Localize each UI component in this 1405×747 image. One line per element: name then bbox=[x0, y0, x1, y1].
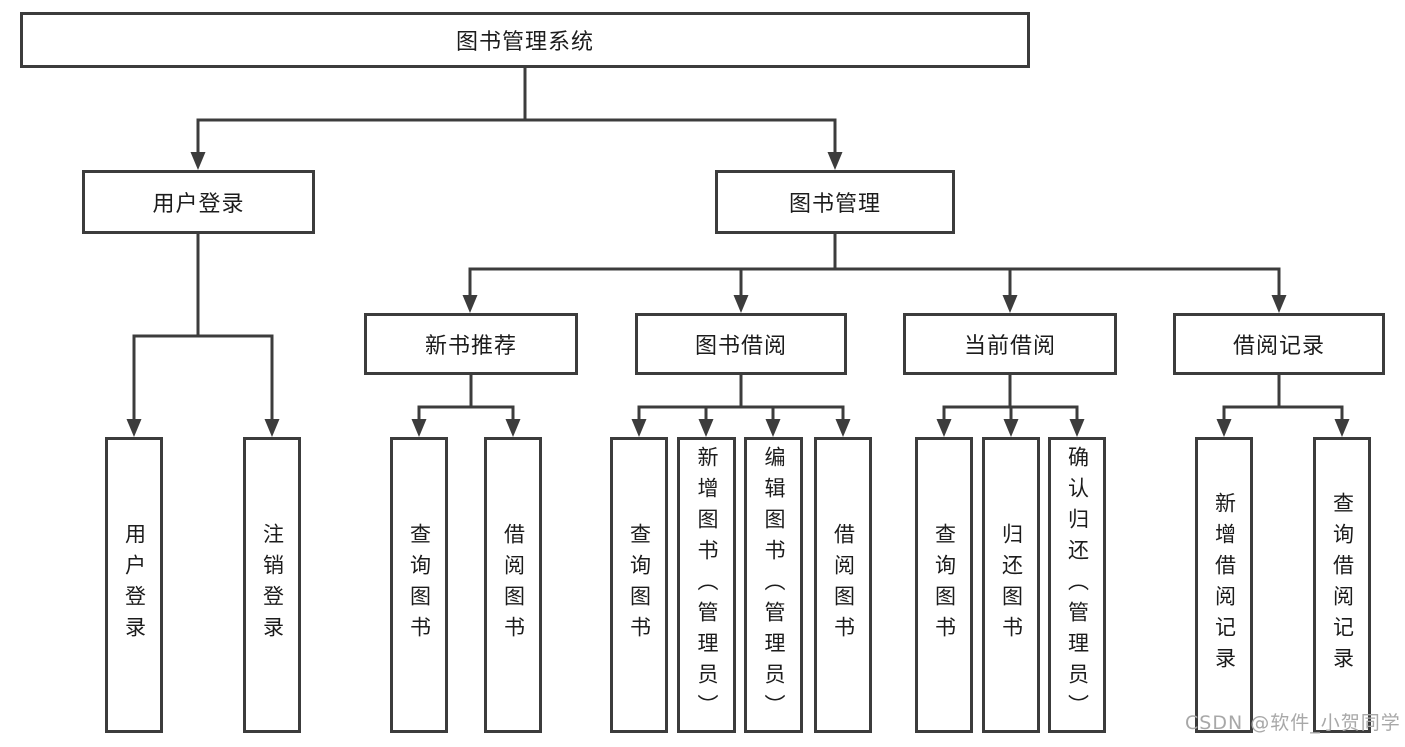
node-label: 注销登录 bbox=[260, 523, 285, 647]
leaf-borrow-books-recommend: 借阅图书 bbox=[484, 437, 542, 733]
node-book-management: 图书管理 bbox=[715, 170, 955, 234]
csdn-watermark: CSDN @软件_小贺同学 bbox=[1185, 712, 1401, 734]
node-label: 图书管理系统 bbox=[455, 30, 594, 55]
node-label: 新书推荐 bbox=[424, 334, 517, 359]
arrowheads bbox=[126, 152, 1350, 437]
node-label: 确认归还（管理员） bbox=[1065, 445, 1090, 725]
leaf-add-borrow-record: 新增借阅记录 bbox=[1195, 437, 1253, 733]
node-label: 当前借阅 bbox=[963, 334, 1056, 359]
node-label: 借阅图书 bbox=[501, 523, 526, 647]
leaf-search-books-current: 查询图书 bbox=[915, 437, 973, 733]
node-label: 查询图书 bbox=[627, 523, 652, 647]
node-current-borrow: 当前借阅 bbox=[903, 313, 1117, 375]
node-label: 编辑图书（管理员） bbox=[762, 445, 786, 725]
leaf-logout: 注销登录 bbox=[243, 437, 301, 733]
leaf-add-books-admin: 新增图书（管理员） bbox=[677, 437, 736, 733]
node-label: 查询图书 bbox=[932, 523, 957, 647]
node-label: 借阅记录 bbox=[1232, 334, 1325, 359]
node-label: 用户登录 bbox=[122, 523, 147, 647]
node-book-borrow: 图书借阅 bbox=[635, 313, 847, 375]
node-library-management-system: 图书管理系统 bbox=[20, 12, 1030, 68]
node-label: 图书借阅 bbox=[694, 334, 787, 359]
node-user-login: 用户登录 bbox=[82, 170, 315, 234]
node-label: 用户登录 bbox=[152, 192, 245, 217]
node-new-book-recommend: 新书推荐 bbox=[364, 313, 578, 375]
leaf-search-borrow-record: 查询借阅记录 bbox=[1313, 437, 1371, 733]
leaf-edit-books-admin: 编辑图书（管理员） bbox=[744, 437, 803, 733]
node-label: 归还图书 bbox=[999, 523, 1024, 647]
node-label: 查询图书 bbox=[407, 523, 432, 647]
node-borrow-records: 借阅记录 bbox=[1173, 313, 1385, 375]
node-label: 图书管理 bbox=[788, 192, 881, 217]
node-label: 新增图书（管理员） bbox=[695, 445, 719, 725]
node-label: 新增借阅记录 bbox=[1212, 492, 1237, 678]
leaf-borrow-books: 借阅图书 bbox=[814, 437, 872, 733]
leaf-user-login: 用户登录 bbox=[105, 437, 163, 733]
node-label: 借阅图书 bbox=[831, 523, 856, 647]
node-label: 查询借阅记录 bbox=[1330, 492, 1355, 678]
leaf-return-books: 归还图书 bbox=[982, 437, 1040, 733]
leaf-search-books-recommend: 查询图书 bbox=[390, 437, 448, 733]
leaf-confirm-return-admin: 确认归还（管理员） bbox=[1048, 437, 1106, 733]
leaf-search-books-borrow: 查询图书 bbox=[610, 437, 668, 733]
